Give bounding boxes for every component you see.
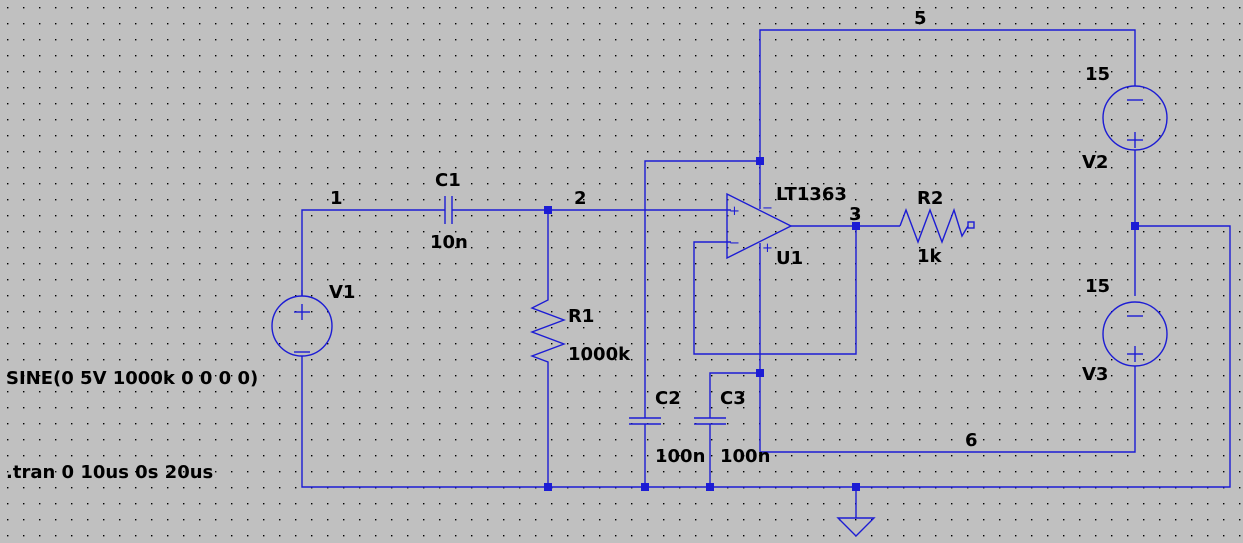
wire-node-6[interactable]	[759, 246, 1136, 453]
capacitor-c1[interactable]	[444, 196, 453, 224]
c2-value-label[interactable]: 100n	[655, 446, 705, 467]
spice-directive[interactable]: .tran 0 10us 0s 20us	[6, 462, 213, 483]
r1-name-label[interactable]: R1	[568, 306, 594, 327]
r2-name-label[interactable]: R2	[917, 188, 943, 209]
svg-text:−: −	[762, 201, 773, 216]
net-label-1[interactable]: 1	[330, 188, 343, 209]
net-label-5[interactable]: 5	[914, 8, 927, 29]
ground-symbol[interactable]	[836, 517, 876, 537]
junction-dot	[706, 483, 714, 491]
c3-name-label[interactable]: C3	[720, 388, 746, 409]
capacitor-c3[interactable]	[694, 417, 726, 425]
c1-name-label[interactable]: C1	[435, 170, 461, 191]
r2-value-label[interactable]: 1k	[917, 246, 943, 267]
opamp-u1[interactable]: + − − +	[726, 192, 793, 260]
u1-model-label[interactable]: LT1363	[776, 184, 847, 205]
voltage-source-v2[interactable]	[1102, 82, 1168, 151]
voltage-source-v3[interactable]	[1102, 301, 1168, 374]
junction-dot	[756, 157, 764, 165]
net-label-2[interactable]: 2	[574, 188, 587, 209]
wire-c2-top[interactable]	[644, 160, 760, 418]
wire-node-1[interactable]	[301, 209, 445, 296]
resistor-r2[interactable]	[899, 207, 975, 244]
voltage-source-v1[interactable]	[271, 290, 333, 357]
wire-feedback[interactable]	[693, 226, 857, 355]
wire-node-5[interactable]	[759, 29, 1136, 198]
junction-dot	[756, 369, 764, 377]
junctions	[544, 157, 1139, 491]
r1-value-label[interactable]: 1000k	[568, 344, 631, 365]
c1-value-label[interactable]: 10n	[430, 232, 468, 253]
net-label-6[interactable]: 6	[965, 430, 978, 451]
wires	[301, 29, 1231, 518]
net-label-3[interactable]: 3	[849, 204, 862, 225]
labels: 1 2 3 5 6 V1 SINE(0 5V 1000k 0 0 0 0) C1…	[6, 8, 1110, 483]
junction-dot	[1131, 222, 1139, 230]
v1-name-label[interactable]: V1	[329, 282, 355, 303]
c3-value-label[interactable]: 100n	[720, 446, 770, 467]
junction-dot	[852, 222, 860, 230]
c2-name-label[interactable]: C2	[655, 388, 681, 409]
junction-dot	[544, 483, 552, 491]
svg-text:+: +	[762, 241, 773, 256]
wire-ground[interactable]	[301, 225, 1231, 488]
v2-value-label[interactable]: 15	[1085, 64, 1110, 85]
v2-name-label[interactable]: V2	[1082, 152, 1108, 173]
svg-text:−: −	[729, 236, 740, 251]
junction-dot	[544, 206, 552, 214]
junction-dot	[852, 483, 860, 491]
u1-name-label[interactable]: U1	[776, 248, 803, 269]
svg-text:+: +	[729, 204, 740, 219]
capacitor-c2[interactable]	[629, 417, 661, 425]
resistor-r1[interactable]	[530, 296, 566, 364]
junction-dot	[641, 483, 649, 491]
wire-c3-top[interactable]	[709, 372, 760, 418]
v3-name-label[interactable]: V3	[1082, 364, 1108, 385]
v3-value-label[interactable]: 15	[1085, 276, 1110, 297]
v1-value-label[interactable]: SINE(0 5V 1000k 0 0 0 0)	[6, 368, 258, 389]
